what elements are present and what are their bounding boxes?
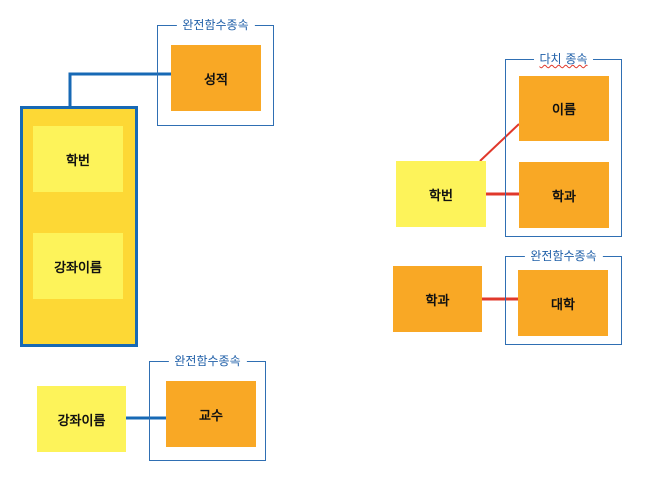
full-dependency-frame-professor: 완전함수종속 (149, 353, 266, 461)
frame-label: 다치 종속 (533, 51, 594, 67)
attribute-course-name: 강좌이름 (37, 386, 126, 452)
attribute-name: 이름 (519, 76, 609, 141)
attribute-college: 대학 (518, 270, 608, 336)
attribute-score: 성적 (171, 45, 261, 111)
connector-studentid-to-name (479, 123, 520, 162)
multivalued-dependency-frame: 다치 종속 (505, 51, 622, 237)
attribute-student-id: 학번 (33, 126, 123, 192)
frame-label: 완전함수종속 (176, 17, 255, 33)
attribute-course-name: 강좌이름 (33, 233, 123, 299)
frame-label: 완전함수종속 (524, 248, 603, 264)
attribute-department: 학과 (393, 266, 482, 332)
full-dependency-frame-college: 완전함수종속 (505, 248, 622, 345)
attribute-student-id: 학번 (396, 161, 486, 227)
frame-label: 완전함수종속 (168, 353, 247, 369)
connector-composite-to-score (68, 72, 171, 106)
attribute-department: 학과 (519, 162, 609, 228)
full-dependency-frame-score: 완전함수종속 (157, 17, 274, 126)
attribute-professor: 교수 (166, 381, 256, 447)
